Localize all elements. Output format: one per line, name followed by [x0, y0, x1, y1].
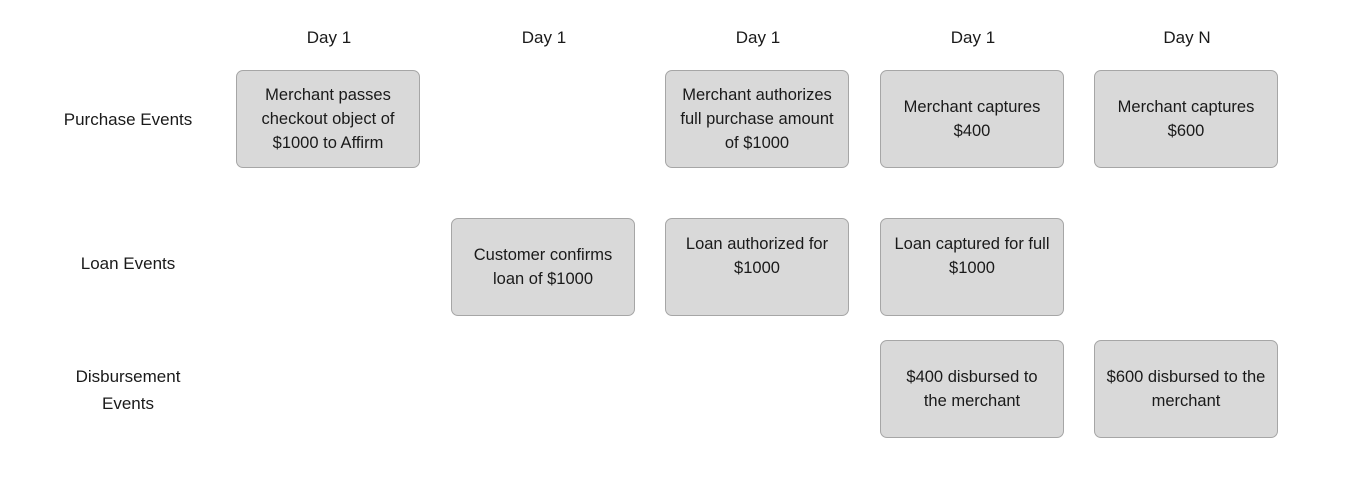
event-box-merchant-passes-checkout: Merchant passes checkout object of $1000…	[236, 70, 420, 168]
event-box-600-disbursed: $600 disbursed to the merchant	[1094, 340, 1278, 438]
column-header-1: Day 1	[306, 28, 352, 47]
row-label-disbursement-events: Disbursement Events	[75, 367, 181, 413]
row-label-purchase-events: Purchase Events	[63, 109, 193, 129]
column-header-4: Day 1	[950, 28, 996, 47]
event-box-400-disbursed: $400 disbursed to the merchant	[880, 340, 1064, 438]
event-box-loan-authorized: Loan authorized for $1000	[665, 218, 849, 316]
event-box-customer-confirms-loan: Customer confirms loan of $1000	[451, 218, 635, 316]
column-header-2: Day 1	[521, 28, 567, 47]
event-box-merchant-captures-600: Merchant captures $600	[1094, 70, 1278, 168]
row-label-loan-events: Loan Events	[80, 253, 176, 273]
event-box-loan-captured: Loan captured for full $1000	[880, 218, 1064, 316]
event-box-merchant-captures-400: Merchant captures $400	[880, 70, 1064, 168]
column-header-5: Day N	[1163, 28, 1211, 47]
event-box-merchant-authorizes: Merchant authorizes full purchase amount…	[665, 70, 849, 168]
column-header-3: Day 1	[735, 28, 781, 47]
